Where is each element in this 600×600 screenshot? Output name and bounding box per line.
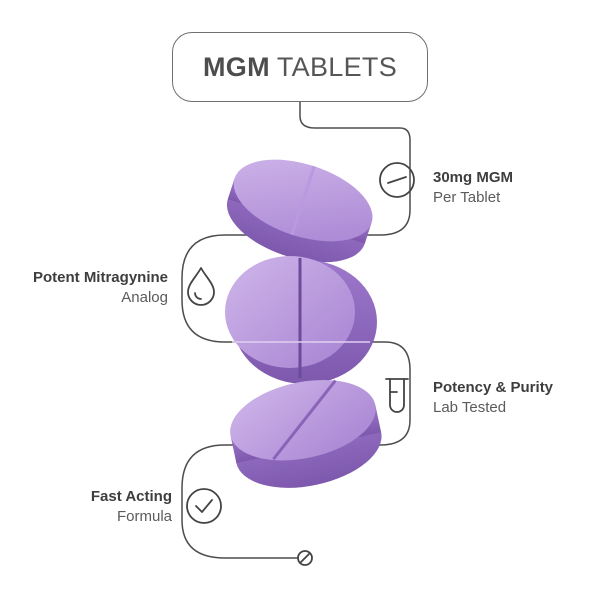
- test-tube-icon: [385, 378, 409, 413]
- check-circle-icon: [186, 488, 222, 524]
- title-rest: TABLETS: [276, 51, 398, 82]
- feature-title: Fast Acting: [90, 488, 172, 505]
- feature-label-mitragynine: Potent Mitragynine Analog: [0, 268, 168, 308]
- feature-label-mgm: 30mg MGM Per Tablet: [433, 168, 513, 208]
- tablet-bottom: [230, 379, 382, 488]
- tablet-top: [226, 159, 373, 263]
- feature-label-potency: Potency & Purity Lab Tested: [433, 378, 553, 418]
- feature-subtitle: Formula: [116, 508, 172, 525]
- tablet-middle: [225, 256, 377, 384]
- connector-path: [181, 102, 411, 559]
- line-end-icon: [297, 550, 313, 566]
- feature-title: Potency & Purity: [433, 379, 554, 396]
- feature-title: Potent Mitragynine: [32, 269, 168, 286]
- title-box: MGM TABLETS: [172, 32, 428, 102]
- feature-subtitle: Analog: [121, 289, 168, 306]
- feature-subtitle: Per Tablet: [433, 189, 501, 206]
- feature-label-fast-acting: Fast Acting Formula: [0, 487, 172, 527]
- circle-slash-icon: [379, 162, 415, 198]
- feature-title: 30mg MGM: [433, 169, 514, 186]
- feature-subtitle: Lab Tested: [433, 399, 507, 416]
- title-bold: MGM: [202, 51, 270, 82]
- water-drop-icon: [187, 267, 215, 306]
